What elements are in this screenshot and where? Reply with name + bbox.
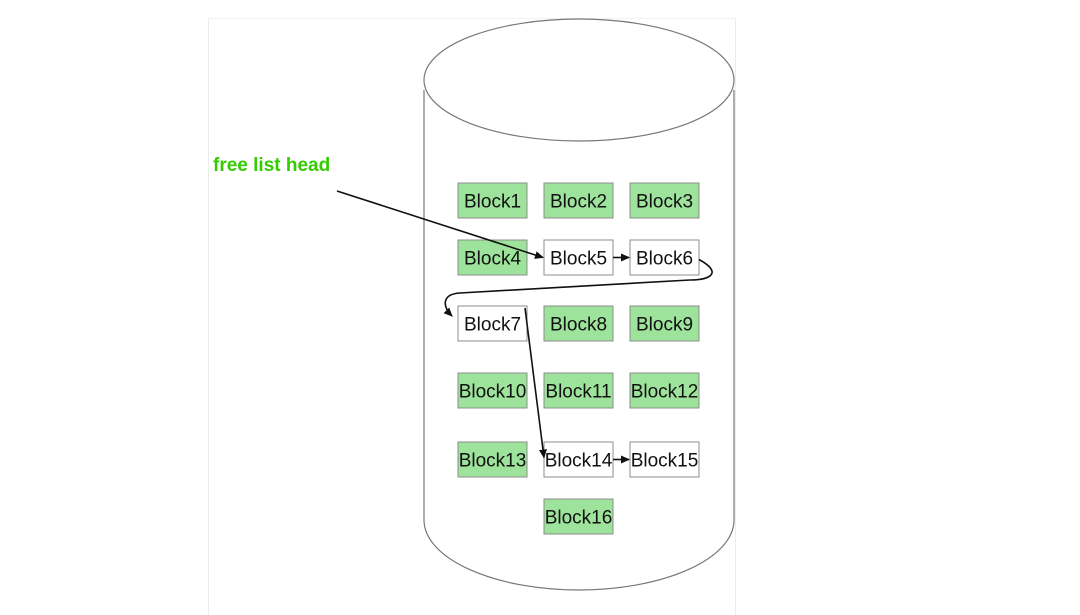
block-label: Block8 [550,315,607,336]
block-box [543,372,614,409]
block-label: Block14 [545,451,613,472]
block-label: Block6 [636,249,693,270]
block-box [457,441,528,478]
block-block3: Block3 [629,182,700,219]
block-label: Block11 [545,382,611,403]
block-box [629,182,700,219]
block-label: Block4 [464,249,521,270]
block-label: Block13 [459,451,527,472]
block-block16: Block16 [543,498,614,535]
block-block11: Block11 [543,372,614,409]
block-block12: Block12 [629,372,700,409]
block-label: Block16 [545,508,613,529]
block-block8: Block8 [543,305,614,342]
block-label: Block7 [464,315,521,336]
block-box [457,182,528,219]
block-box [629,372,700,409]
free-list-links [336,190,713,464]
block-box [543,441,614,478]
block-box [543,498,614,535]
block-block13: Block13 [457,441,528,478]
block-label: Block15 [631,451,699,472]
block-block6: Block6 [629,239,700,276]
block-label: Block3 [636,192,693,213]
block-block15: Block15 [629,441,700,478]
head-to-block5-arrow [336,190,544,259]
block-label: Block2 [550,192,607,213]
block-block7: Block7 [457,305,528,342]
block-label: Block9 [636,315,693,336]
block-label: Block10 [459,382,527,403]
disk-top [423,18,735,142]
block-box [457,372,528,409]
block-box [457,239,528,276]
block-box [543,305,614,342]
block7-to-block14-arrow [524,307,547,459]
block-box [543,182,614,219]
block-label: Block12 [631,382,699,403]
free-list-head-label: free list head [213,155,330,176]
block-box [629,305,700,342]
block-label: Block5 [550,249,607,270]
block-block10: Block10 [457,372,528,409]
block-block5: Block5 [543,239,614,276]
block-box [457,305,528,342]
block-block9: Block9 [629,305,700,342]
block-label: Block1 [464,192,521,213]
block-block14: Block14 [543,441,614,478]
block-box [629,239,700,276]
block6-to-block7-arrow [443,258,713,317]
block-block4: Block4 [457,239,528,276]
block-block1: Block1 [457,182,528,219]
block-box [629,441,700,478]
block-block2: Block2 [543,182,614,219]
block-box [543,239,614,276]
